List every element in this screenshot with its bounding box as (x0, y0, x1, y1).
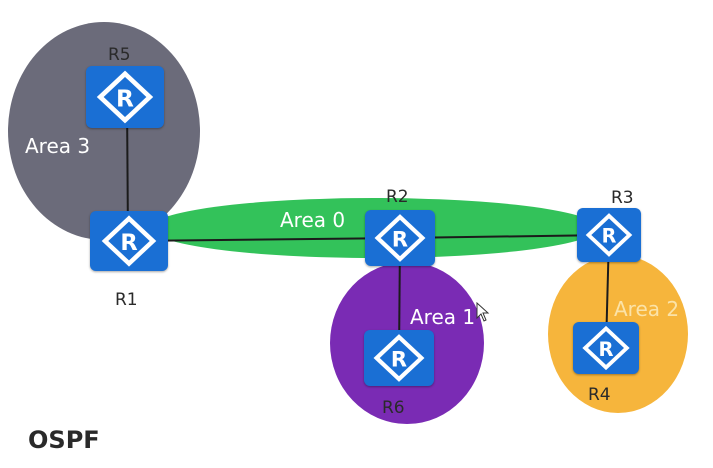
diagram-title: OSPF (28, 426, 100, 454)
router-r4-label: R4 (588, 385, 611, 405)
router-r1-label: R1 (115, 290, 138, 310)
svg-text:R: R (116, 85, 134, 112)
svg-text:R: R (602, 225, 617, 248)
router-icon: R (373, 334, 425, 382)
router-r5[interactable]: R (86, 66, 164, 128)
router-r4[interactable]: R (573, 322, 639, 374)
router-r6-label: R6 (382, 398, 405, 418)
router-r2[interactable]: R (365, 210, 435, 266)
area-2-label: Area 2 (614, 297, 680, 321)
area-3-region (8, 22, 200, 240)
area-1-label: Area 1 (410, 305, 476, 329)
router-r1[interactable]: R (90, 211, 168, 271)
router-icon: R (374, 214, 426, 262)
router-r5-label: R5 (108, 45, 131, 65)
svg-text:R: R (598, 338, 613, 361)
area-3-label: Area 3 (25, 134, 91, 158)
mouse-cursor-icon (476, 302, 490, 322)
svg-text:R: R (120, 230, 137, 256)
area-0-label: Area 0 (280, 208, 346, 232)
router-r3[interactable]: R (577, 208, 641, 262)
router-icon: R (96, 70, 154, 124)
router-r3-label: R3 (611, 188, 634, 208)
svg-text:R: R (392, 227, 408, 251)
router-r6[interactable]: R (364, 330, 434, 386)
router-icon: R (582, 325, 630, 371)
router-icon: R (101, 215, 157, 267)
router-icon: R (585, 213, 633, 257)
svg-text:R: R (391, 347, 407, 371)
router-r2-label: R2 (386, 187, 409, 207)
